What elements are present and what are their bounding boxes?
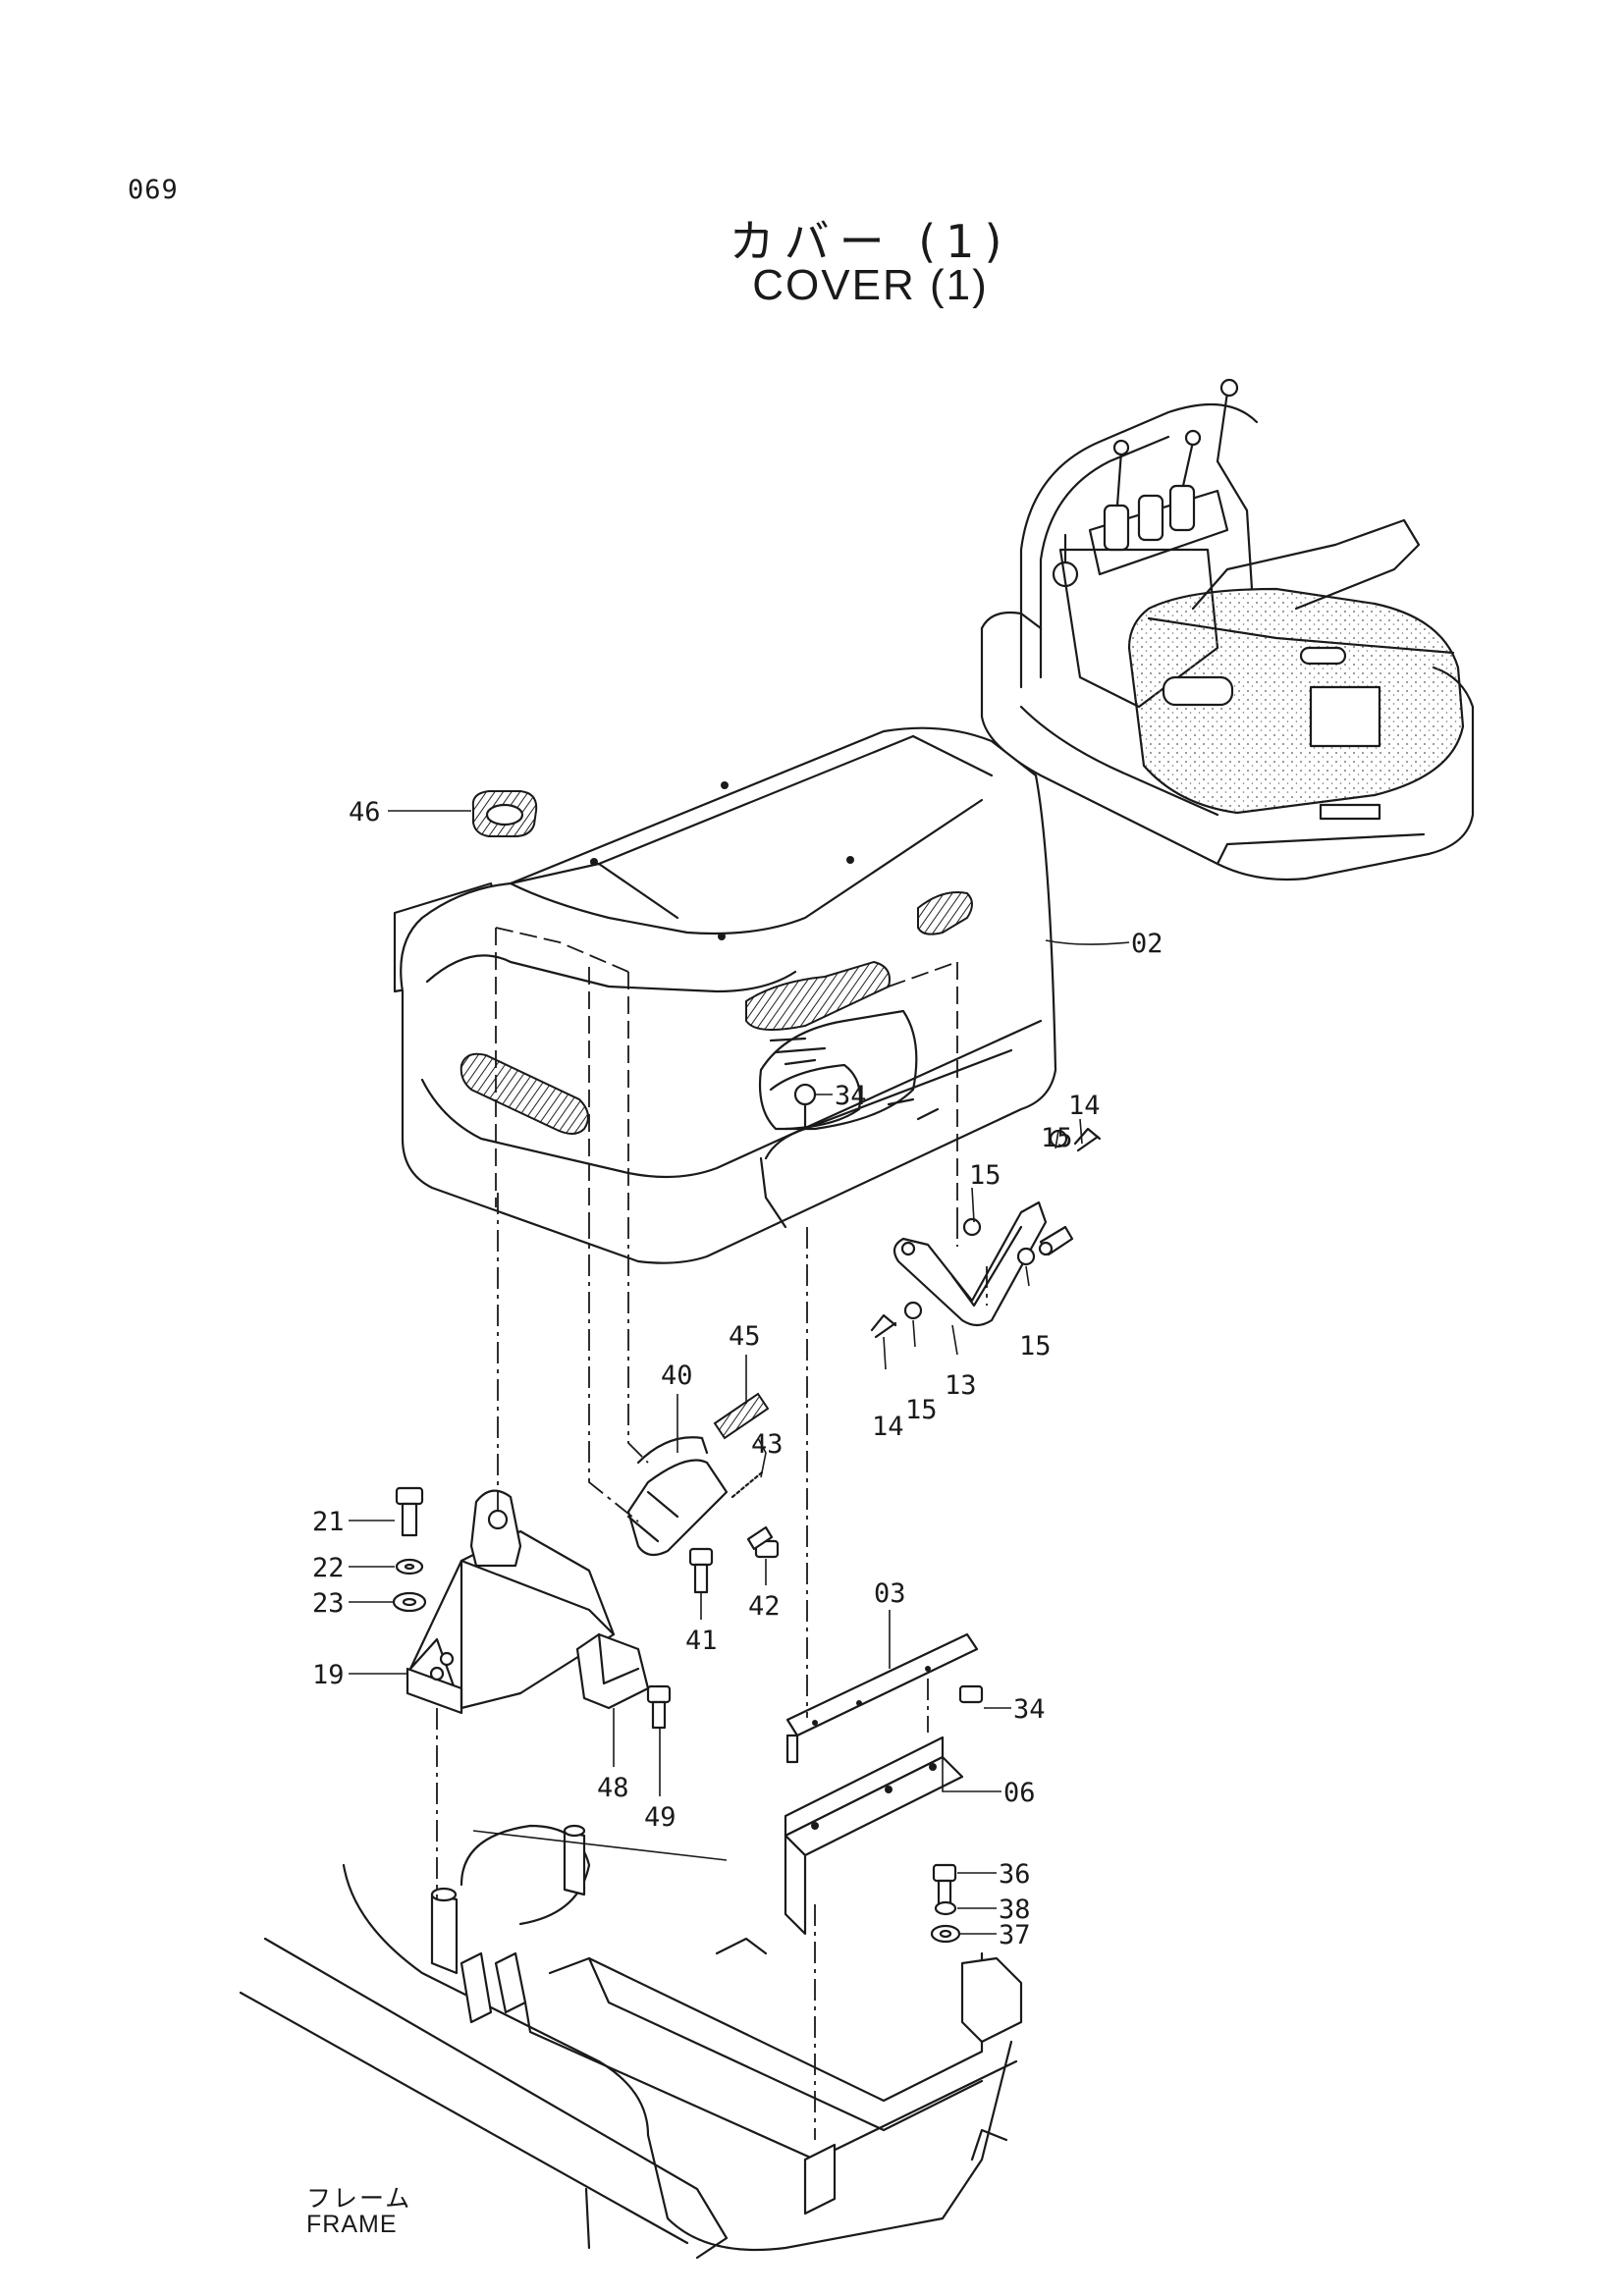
cover-highlighted [1127,587,1465,815]
bracket-03 [785,1632,984,1764]
callout-45: 45 [729,1321,761,1352]
callout-19: 19 [312,1660,345,1690]
callout-15: 15 [905,1395,938,1425]
callout-23: 23 [312,1588,345,1619]
callout-14: 14 [872,1412,904,1442]
callout-15: 15 [1019,1331,1052,1362]
callout-43: 43 [751,1429,784,1460]
callout-40: 40 [661,1361,693,1391]
callout-34: 34 [1013,1694,1046,1725]
latch-bracket-13 [870,1127,1102,1339]
callout-36: 36 [999,1859,1031,1890]
spring-45 [713,1392,770,1440]
callout-14: 14 [1068,1091,1101,1121]
bolt-21 [395,1486,424,1537]
callout-34: 34 [835,1081,867,1111]
frame-label-japanese: フレーム [306,2184,412,2213]
bracket-48 [575,1632,672,1730]
page-title-japanese: カバー (1) [729,215,1012,268]
callout-15: 15 [969,1160,1001,1191]
lock-assembly [626,1392,780,1594]
callout-48: 48 [597,1773,629,1803]
leader-lines [349,810,1130,1935]
callout-13: 13 [945,1370,977,1401]
grommet-46 [471,790,538,837]
bolt-34 [958,1684,984,1704]
callout-46: 46 [349,797,381,828]
machine-overview-inset [980,378,1475,881]
callout-41: 41 [685,1626,718,1656]
frame-label-english: FRAME [306,2211,398,2238]
callout-06: 06 [1003,1778,1036,1808]
callout-labels: 46 02 34 14 15 15 15 15 13 14 45 40 43 2… [312,797,1163,1950]
callout-15: 15 [1041,1123,1073,1153]
callout-22: 22 [312,1553,345,1583]
grille-vent [745,960,891,1031]
callout-37: 37 [999,1920,1031,1950]
page-number: 069 [128,175,179,205]
callout-49: 49 [644,1802,676,1833]
callout-21: 21 [312,1507,345,1537]
assembly-lines [436,1193,988,2140]
washer-15 [962,1217,982,1237]
bracket-06 [784,1735,964,1944]
callout-02: 02 [1131,929,1163,959]
page-title-english: COVER (1) [752,261,989,309]
cover-part-02 [393,726,1057,1264]
frame [239,1824,1023,2260]
hinge-bracket-19 [392,1486,616,1715]
callout-42: 42 [748,1591,781,1622]
callout-38: 38 [999,1895,1031,1925]
control-lever-grip [1103,504,1130,552]
callout-03: 03 [874,1578,906,1609]
